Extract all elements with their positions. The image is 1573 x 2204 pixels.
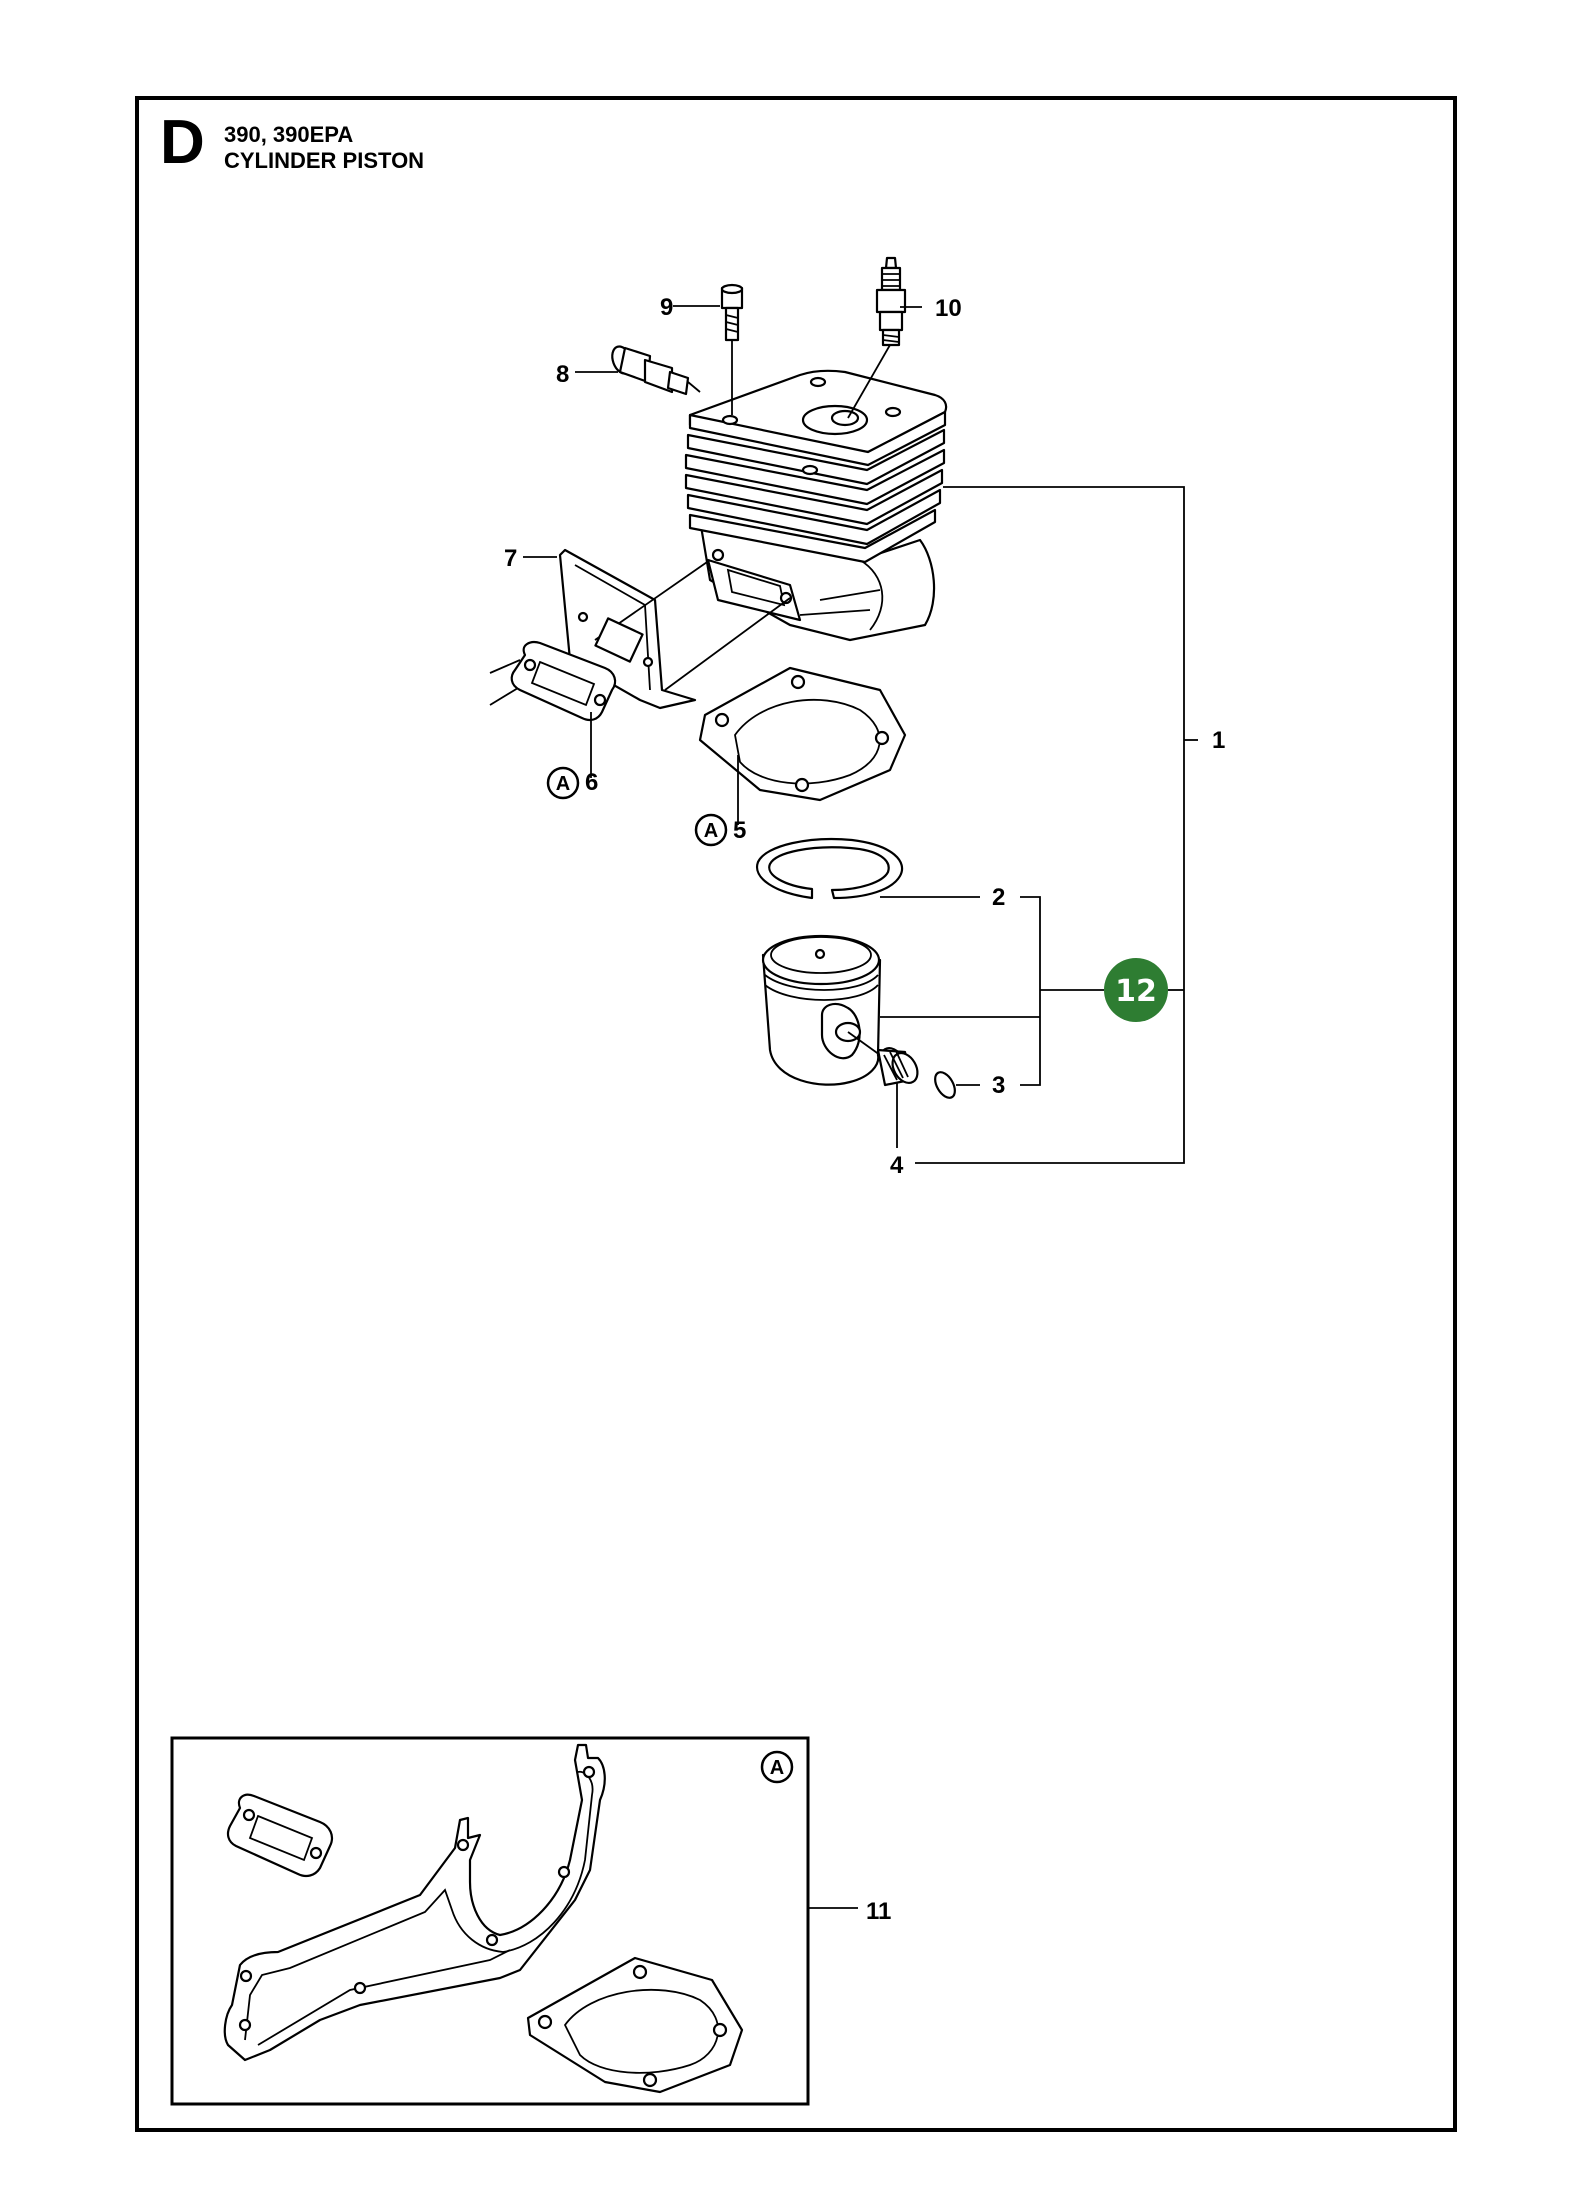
kit-marker-a-inset (760, 1750, 794, 1784)
callout-6: 6 (585, 769, 598, 796)
callout-9: 9 (660, 294, 673, 321)
section-letter: D (160, 108, 205, 177)
spark-plug-part-10[interactable] (875, 256, 907, 347)
inset-cylinder-gasket[interactable] (526, 1956, 744, 2094)
piston-part-12[interactable] (761, 934, 882, 1086)
needle-bearing-part-4[interactable] (847, 1031, 923, 1087)
svg-text:A: A (704, 820, 718, 842)
callout-11: 11 (866, 1898, 891, 1925)
diagram-title: CYLINDER PISTON (224, 148, 425, 173)
cylinder-gasket-part-5[interactable] (698, 666, 907, 802)
leader-lines (523, 305, 1198, 1164)
svg-text:12: 12 (1115, 974, 1157, 1009)
gasket-set-inset: A (170, 1736, 858, 2106)
model-numbers: 390, 390EPA (224, 122, 354, 147)
cylinder-part-1[interactable] (684, 369, 948, 642)
exhaust-gasket-part-6[interactable] (489, 641, 617, 722)
callout-1: 1 (1212, 727, 1225, 754)
piston-ring-part-2[interactable] (755, 837, 903, 900)
svg-text:A: A (770, 1757, 784, 1779)
decompression-valve-part-8[interactable] (609, 344, 701, 396)
callout-4: 4 (890, 1152, 904, 1179)
kit-badge-12[interactable]: 12 (1104, 958, 1168, 1022)
callout-5: 5 (733, 817, 746, 844)
cylinder-bolt-part-9[interactable] (720, 283, 744, 342)
kit-marker-a-part-6: A (546, 766, 580, 800)
callout-3: 3 (992, 1072, 1005, 1099)
kit-marker-a-part-5: A (694, 813, 728, 847)
callout-2: 2 (992, 884, 1005, 911)
callout-10: 10 (935, 295, 962, 322)
callout-8: 8 (556, 361, 569, 388)
callout-7: 7 (504, 545, 517, 572)
diagram-frame (135, 96, 1457, 2132)
circlip-part-3[interactable] (931, 1069, 959, 1101)
inset-crankcase-gasket[interactable] (223, 1743, 606, 2062)
inset-exhaust-gasket[interactable] (226, 1793, 334, 1878)
svg-text:A: A (556, 773, 570, 795)
